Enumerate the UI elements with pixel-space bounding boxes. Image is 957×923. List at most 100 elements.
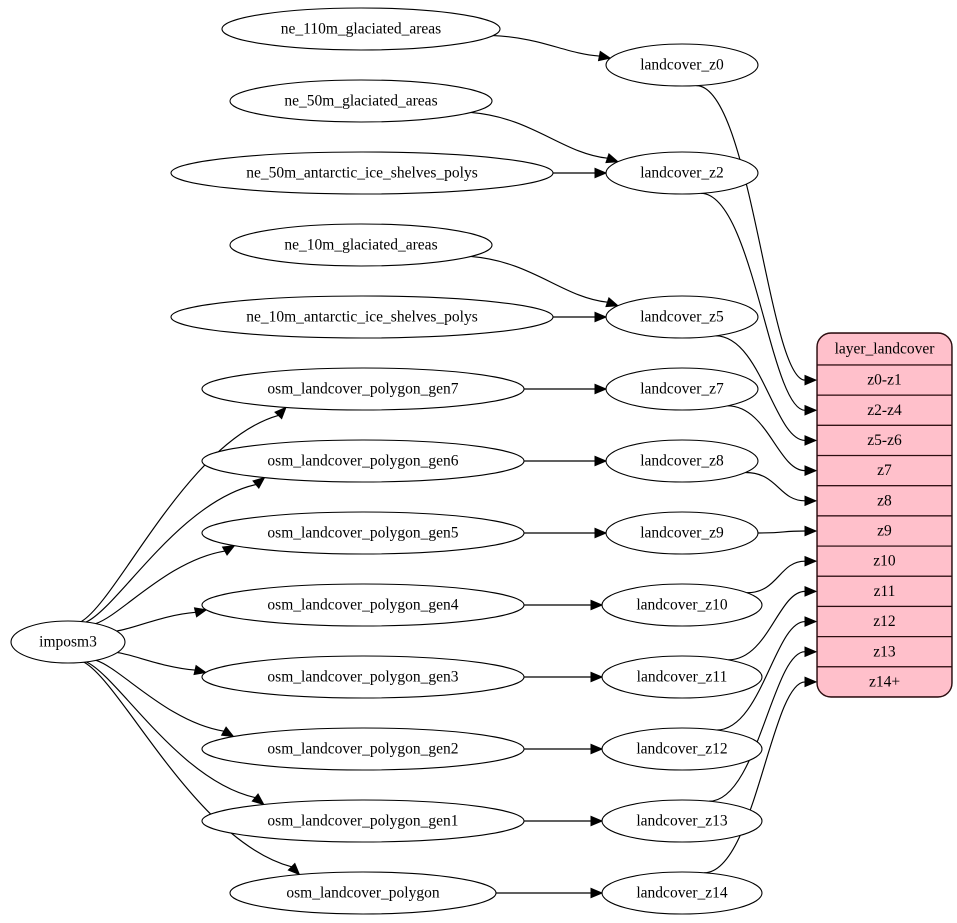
edge-ne_50m_glaciated_areas-to-landcover_z2 xyxy=(470,111,608,159)
node-shape[interactable] xyxy=(601,871,763,915)
edge-imposm3-to-osm_landcover_polygon_gen3 xyxy=(117,651,196,671)
nodes-layer: imposm3 ne_110m_glaciated_areas ne_50m_gla… xyxy=(10,7,763,915)
natural-earth-node-ne_10m_glaciated_areas[interactable]: ne_10m_glaciated_areas xyxy=(229,223,493,267)
node-shape[interactable] xyxy=(601,655,763,699)
node-label: osm_landcover_polygon_gen7 xyxy=(267,381,458,398)
table-row[interactable] xyxy=(817,364,952,396)
edge-imposm3-to-osm_landcover_polygon_gen2 xyxy=(95,659,224,732)
node-shape[interactable] xyxy=(201,799,525,843)
node-shape[interactable] xyxy=(201,727,525,771)
node-shape[interactable] xyxy=(229,223,493,267)
table-row[interactable] xyxy=(817,636,952,668)
landcover-view-node-landcover_z11[interactable]: landcover_z11 xyxy=(601,655,763,699)
node-shape[interactable] xyxy=(229,871,497,915)
landcover-view-node-landcover_z9[interactable]: landcover_z9 xyxy=(605,511,759,555)
node-shape[interactable] xyxy=(201,367,525,411)
natural-earth-node-ne_10m_antarctic_ice_shelves_polys[interactable]: ne_10m_antarctic_ice_shelves_polys xyxy=(170,295,554,339)
table-row-label: z9 xyxy=(877,523,892,540)
arrowhead xyxy=(804,404,818,416)
arrowhead xyxy=(605,153,620,164)
node-shape[interactable] xyxy=(601,727,763,771)
node-shape[interactable] xyxy=(201,511,525,555)
node-label: imposm3 xyxy=(39,634,97,651)
node-shape[interactable] xyxy=(170,295,554,339)
edge-ne_110m_glaciated_areas-to-landcover_z0 xyxy=(493,34,600,57)
osm-table-node-osm_landcover_polygon_gen4[interactable]: osm_landcover_polygon_gen4 xyxy=(201,583,525,627)
node-label: ne_10m_glaciated_areas xyxy=(284,237,437,254)
landcover-view-node-landcover_z8[interactable]: landcover_z8 xyxy=(605,439,759,483)
node-shape[interactable] xyxy=(221,7,501,51)
node-shape[interactable] xyxy=(605,151,759,195)
table-row[interactable] xyxy=(817,605,952,638)
arrowhead xyxy=(804,646,818,658)
node-label: osm_landcover_polygon xyxy=(286,885,440,902)
edge-landcover_z9-to-layer_landcover:z9 xyxy=(757,530,806,534)
landcover-view-node-landcover_z5[interactable]: landcover_z5 xyxy=(605,295,759,339)
table-row[interactable] xyxy=(817,485,952,517)
natural-earth-node-ne_50m_glaciated_areas[interactable]: ne_50m_glaciated_areas xyxy=(229,79,493,123)
landcover-view-node-landcover_z14[interactable]: landcover_z14 xyxy=(601,871,763,915)
arrowhead xyxy=(252,476,266,490)
landcover-view-node-landcover_z2[interactable]: landcover_z2 xyxy=(605,151,759,195)
table-row-label: z10 xyxy=(873,553,896,570)
node-shape[interactable] xyxy=(605,295,759,339)
table-row[interactable] xyxy=(817,394,952,426)
osm-table-node-osm_landcover_polygon_gen3[interactable]: osm_landcover_polygon_gen3 xyxy=(201,655,525,699)
landcover-view-node-landcover_z12[interactable]: landcover_z12 xyxy=(601,727,763,771)
node-label: landcover_z9 xyxy=(640,525,724,542)
node-shape[interactable] xyxy=(229,79,493,123)
arrowhead xyxy=(804,435,818,446)
arrowhead xyxy=(804,555,818,567)
natural-earth-node-ne_110m_glaciated_areas[interactable]: ne_110m_glaciated_areas xyxy=(221,7,501,51)
table-row-label: z12 xyxy=(873,613,895,630)
table-row[interactable] xyxy=(817,545,952,577)
node-shape[interactable] xyxy=(201,583,525,627)
osm-table-node-osm_landcover_polygon_gen7[interactable]: osm_landcover_polygon_gen7 xyxy=(201,367,525,411)
osm-table-node-osm_landcover_polygon_gen1[interactable]: osm_landcover_polygon_gen1 xyxy=(201,799,525,843)
arrowhead xyxy=(594,527,608,539)
node-label: landcover_z14 xyxy=(636,885,727,902)
landcover-view-node-landcover_z0[interactable]: landcover_z0 xyxy=(605,43,759,87)
arrowhead xyxy=(804,616,818,627)
node-label: osm_landcover_polygon_gen3 xyxy=(267,669,458,686)
node-shape[interactable] xyxy=(605,43,759,87)
arrowhead xyxy=(594,455,608,467)
table-row-label: z2-z4 xyxy=(867,402,902,419)
table-row-label: z7 xyxy=(877,462,892,479)
arrowhead xyxy=(274,406,287,420)
node-shape[interactable] xyxy=(170,151,554,195)
osm-table-node-osm_landcover_polygon_gen6[interactable]: osm_landcover_polygon_gen6 xyxy=(201,439,525,483)
natural-earth-node-ne_50m_antarctic_ice_shelves_polys[interactable]: ne_50m_antarctic_ice_shelves_polys xyxy=(170,151,554,195)
table-row-label: z14+ xyxy=(869,673,900,690)
arrowhead xyxy=(221,544,236,556)
osm-table-node-osm_landcover_polygon_gen5[interactable]: osm_landcover_polygon_gen5 xyxy=(201,511,525,555)
node-shape[interactable] xyxy=(605,511,759,555)
landcover-view-node-landcover_z13[interactable]: landcover_z13 xyxy=(601,799,763,843)
node-shape[interactable] xyxy=(601,583,763,627)
osm-table-node-osm_landcover_polygon_gen2[interactable]: osm_landcover_polygon_gen2 xyxy=(201,727,525,771)
node-label: landcover_z7 xyxy=(640,381,724,398)
arrowhead xyxy=(804,525,818,537)
landcover-view-node-landcover_z7[interactable]: landcover_z7 xyxy=(605,367,759,411)
node-shape[interactable] xyxy=(601,799,763,843)
table-row-label: z8 xyxy=(877,492,892,509)
edge-imposm3-to-osm_landcover_polygon xyxy=(83,661,292,868)
node-shape[interactable] xyxy=(10,620,126,664)
arrowhead xyxy=(605,297,620,308)
node-shape[interactable] xyxy=(605,439,759,483)
osm-table-node-osm_landcover_polygon[interactable]: osm_landcover_polygon xyxy=(229,871,497,915)
landcover-view-node-landcover_z10[interactable]: landcover_z10 xyxy=(601,583,763,627)
arrowhead xyxy=(804,374,818,386)
source-node-imposm3[interactable]: imposm3 xyxy=(10,620,126,664)
arrowhead xyxy=(594,167,608,179)
node-shape[interactable] xyxy=(201,439,525,483)
node-label: ne_10m_antarctic_ice_shelves_polys xyxy=(246,309,478,326)
node-shape[interactable] xyxy=(605,367,759,411)
node-label: osm_landcover_polygon_gen4 xyxy=(267,597,458,614)
table-outline xyxy=(816,332,953,698)
arrowhead xyxy=(590,815,604,827)
table-header-label: layer_landcover xyxy=(835,341,936,358)
node-shape[interactable] xyxy=(201,655,525,699)
node-label: ne_50m_glaciated_areas xyxy=(284,93,437,110)
table-row-label: z13 xyxy=(873,643,896,660)
